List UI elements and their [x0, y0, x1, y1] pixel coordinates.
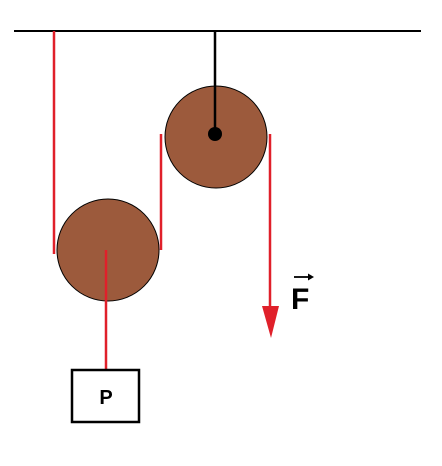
movable-pulley [56, 198, 160, 302]
load-box [70, 368, 141, 424]
force-vector-arrowhead [308, 273, 314, 281]
load-label: P [99, 387, 112, 409]
force-label: F [291, 283, 309, 316]
force-arrow-head [262, 306, 279, 338]
